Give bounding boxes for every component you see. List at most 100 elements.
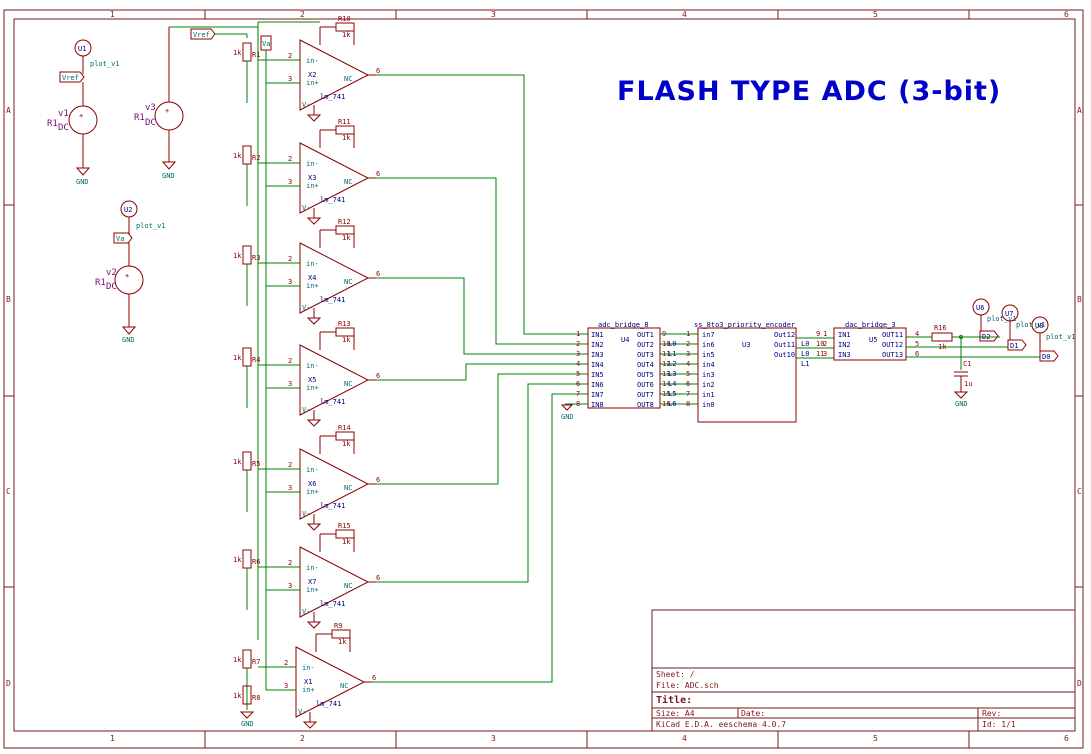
opamp-model: lm_741	[320, 502, 345, 510]
ladder-value: 1k	[233, 656, 242, 664]
pin-label: NC	[344, 380, 352, 388]
ladder-value: 1k	[233, 556, 242, 564]
pin-label: in-	[306, 362, 319, 370]
opamp-model: lm_741	[320, 398, 345, 406]
adc-in-pin: 4	[576, 360, 580, 368]
pin-label: NC	[344, 582, 352, 590]
enc-in-label: in2	[702, 381, 715, 389]
enc-net-label: L4	[668, 380, 676, 388]
pin-label: in+	[306, 488, 319, 496]
opamp-ref: X3	[308, 174, 316, 182]
svg-text:3: 3	[288, 484, 292, 492]
enc-out-net: L0	[801, 340, 809, 348]
adc-in-pin: 5	[576, 370, 580, 378]
pin-label: V-	[298, 708, 306, 716]
adc-in-pin: 6	[576, 380, 580, 388]
enc-in-pin: 4	[686, 360, 690, 368]
svg-text:2: 2	[284, 659, 288, 667]
enc-net-label: L1	[668, 350, 676, 358]
fb-res-value: 1k	[342, 234, 351, 242]
enc-net-label: L5	[668, 390, 676, 398]
ladder-ref: R7	[252, 658, 260, 666]
probe-ref: U7	[1005, 310, 1013, 318]
row-label: D	[6, 679, 11, 688]
col-label: 6	[1064, 10, 1069, 19]
probe-plot: plot_v1	[987, 315, 1017, 323]
col-label: 3	[491, 734, 496, 743]
source-v3[interactable]: + v3 R1 DC GND	[134, 26, 258, 180]
encoder-block[interactable]: ss_8to3_priority_encoder U3	[694, 321, 797, 423]
out-pin: 6	[376, 170, 380, 178]
ladder-ref: R8	[252, 694, 260, 702]
col-label: 1	[110, 734, 115, 743]
wire-cmp-4	[376, 363, 588, 381]
net-label: Va	[116, 235, 124, 243]
svg-text:2: 2	[288, 461, 292, 469]
wire-cmp-1	[376, 74, 588, 335]
pin-label: in+	[302, 686, 315, 694]
fb-res-value: 1k	[338, 638, 347, 646]
wire-cmp-6	[376, 383, 588, 583]
dac-bridge-block[interactable]: dac_bridge_3 U5	[833, 321, 907, 361]
row-label: A	[6, 106, 11, 115]
gnd-label: GND	[241, 720, 254, 728]
fb-res-ref: R9	[334, 622, 342, 630]
adc-bridge-ref: U4	[621, 336, 629, 344]
border-column-labels: 1 2 3 4 5 6 1 2 3 4 5 6 A B C D A B C D	[6, 10, 1082, 743]
source-ref: v1	[58, 109, 69, 119]
adc-out-label: OUT2	[637, 341, 654, 349]
adc-in-pin: 3	[576, 350, 580, 358]
source-v1[interactable]: U1 plot_v1 Vref + v1 R1 DC GND	[47, 39, 120, 186]
col-label: 5	[873, 10, 878, 19]
fb-res-ref: R13	[338, 320, 351, 328]
adc-in-label: IN2	[591, 341, 604, 349]
fb-res-value: 1k	[342, 134, 351, 142]
adc-in-pin: 1	[576, 330, 580, 338]
ladder-resistor: R7 1k	[233, 649, 260, 710]
dac-out-pin: 4	[915, 330, 919, 338]
enc-in-label: in7	[702, 331, 715, 339]
enc-net-label: L6	[668, 400, 676, 408]
svg-text:+: +	[125, 272, 129, 280]
out-pin: 6	[376, 476, 380, 484]
c1-ref: C1	[963, 360, 971, 368]
rl-label: R1	[95, 278, 106, 288]
va-net-label: Va	[260, 35, 272, 690]
pin-label: in+	[306, 182, 319, 190]
dac-in-label: IN2	[838, 341, 851, 349]
dac-in-pin: 3	[823, 350, 827, 358]
svg-text:3: 3	[288, 582, 292, 590]
adc-in-label: IN3	[591, 351, 604, 359]
svg-text:Vref: Vref	[193, 31, 210, 39]
pin-label: V-	[302, 204, 310, 212]
pin-label: NC	[340, 682, 348, 690]
rl-label: R1	[134, 113, 145, 123]
fb-res-value: 1k	[342, 31, 351, 39]
adc-bridge-block[interactable]: adc_bridge_8 U4	[587, 321, 661, 409]
svg-text:2: 2	[288, 255, 292, 263]
gnd-label: GND	[162, 172, 175, 180]
c1-value: 1u	[964, 380, 972, 388]
pin-label: NC	[344, 278, 352, 286]
source-v2[interactable]: U2 plot_v1 Va + v2 R1 DC GND	[95, 200, 166, 344]
output-rc[interactable]: R16 1k C1 1u GND	[922, 324, 1000, 408]
enc-in-label: in5	[702, 351, 715, 359]
enc-out-label: Out12	[774, 331, 795, 339]
wire-cmp-2	[376, 177, 588, 345]
enc-out-pin: 10	[816, 340, 824, 348]
dac-out-label: OUT12	[882, 341, 903, 349]
pin-label: in-	[306, 160, 319, 168]
opamp-model: lm_741	[320, 600, 345, 608]
opamp-ref: X4	[308, 274, 316, 282]
